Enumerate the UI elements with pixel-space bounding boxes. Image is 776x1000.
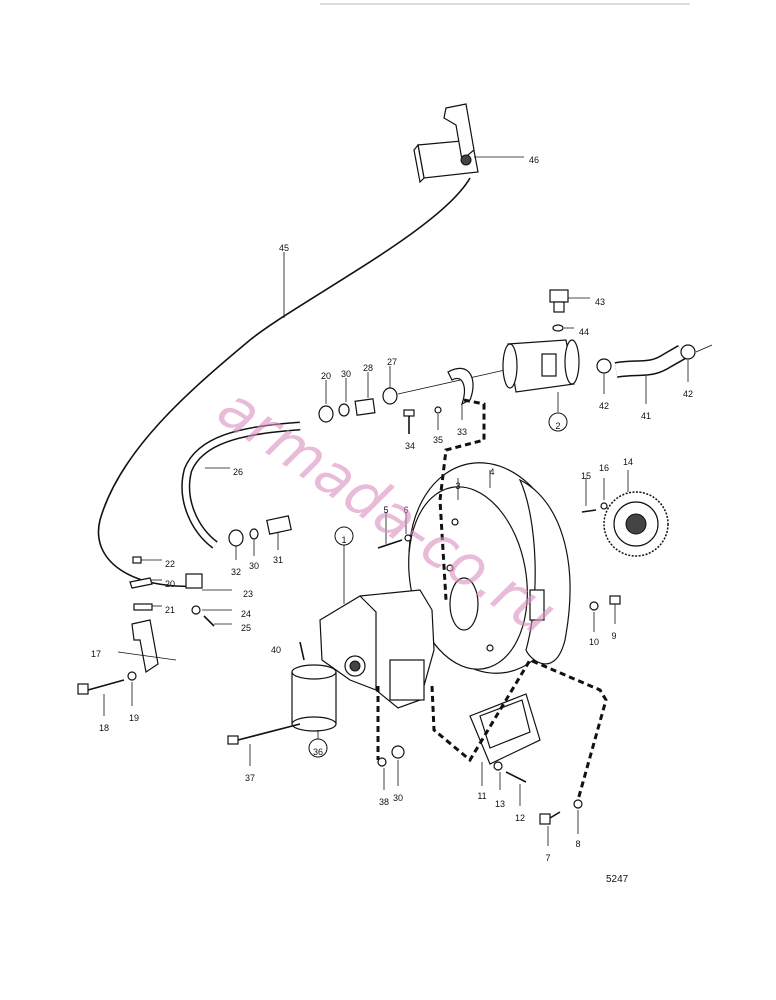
fitting-group-upper xyxy=(318,366,506,423)
callout-36: 36 xyxy=(313,747,323,757)
control-lever xyxy=(413,103,524,184)
callout-44: 44 xyxy=(579,327,589,337)
callout-3: 3 xyxy=(455,481,460,491)
support-bracket xyxy=(469,693,541,786)
callout-42: 42 xyxy=(683,389,693,399)
callout-37: 37 xyxy=(245,773,255,783)
callout-8: 8 xyxy=(575,839,580,849)
sender-unit xyxy=(549,289,590,332)
callout-7: 7 xyxy=(545,853,550,863)
callout-16: 16 xyxy=(599,463,609,473)
callout-13: 13 xyxy=(495,799,505,809)
callout-23: 23 xyxy=(243,589,253,599)
callout-6: 6 xyxy=(403,505,408,515)
callout-40: 40 xyxy=(271,645,281,655)
callout-30: 30 xyxy=(393,793,403,803)
fitting-group-lower xyxy=(228,515,292,560)
callout-15: 15 xyxy=(581,471,591,481)
callout-42: 42 xyxy=(599,401,609,411)
callout-10: 10 xyxy=(589,637,599,647)
callout-22: 22 xyxy=(165,559,175,569)
oil-pipe-lower-right xyxy=(430,658,608,801)
callout-41: 41 xyxy=(641,411,651,421)
cable-bracket xyxy=(77,619,177,716)
nut-pair-bottom xyxy=(377,745,405,790)
long-bolt xyxy=(227,723,301,766)
callout-9: 9 xyxy=(611,631,616,641)
callout-5: 5 xyxy=(383,505,388,515)
callout-12: 12 xyxy=(515,813,525,823)
callout-25: 25 xyxy=(241,623,251,633)
callout-32: 32 xyxy=(231,567,241,577)
callout-17: 17 xyxy=(91,649,101,659)
callout-30: 30 xyxy=(341,369,351,379)
pump-assembly xyxy=(319,526,435,709)
callout-11: 11 xyxy=(477,791,486,801)
callout-31: 31 xyxy=(273,555,283,565)
flywheel-housing xyxy=(408,462,571,674)
oil-filter xyxy=(291,664,337,758)
callout-24: 24 xyxy=(241,609,251,619)
callout-34: 34 xyxy=(405,441,415,451)
callout-19: 19 xyxy=(129,713,139,723)
callout-20: 20 xyxy=(321,371,331,381)
bolt-set-center xyxy=(377,512,412,549)
callout-33: 33 xyxy=(457,427,467,437)
callout-26: 26 xyxy=(233,467,243,477)
callout-18: 18 xyxy=(99,723,109,733)
bolt-set-right xyxy=(581,478,621,632)
callout-30: 30 xyxy=(249,561,259,571)
callout-27: 27 xyxy=(387,357,397,367)
callout-45: 45 xyxy=(279,243,289,253)
callout-46: 46 xyxy=(529,155,539,165)
callout-21: 21 xyxy=(165,605,175,615)
cable-clamp-parts xyxy=(129,556,232,627)
callout-35: 35 xyxy=(433,435,443,445)
callout-4: 4 xyxy=(489,467,494,477)
control-cable xyxy=(97,177,471,588)
callout-1: 1 xyxy=(341,535,346,545)
damper-plate xyxy=(603,470,669,557)
callout-2: 2 xyxy=(555,421,560,431)
callout-43: 43 xyxy=(595,297,605,307)
drawing-number: 5247 xyxy=(606,874,629,885)
bolt-set-bottom xyxy=(493,761,583,846)
callout-14: 14 xyxy=(623,457,633,467)
oil-cooler xyxy=(502,339,580,432)
oil-hose xyxy=(182,423,301,548)
callout-28: 28 xyxy=(363,363,373,373)
callout-20: 20 xyxy=(165,579,175,589)
oil-pipe-upper xyxy=(438,398,486,601)
clamp xyxy=(403,367,474,434)
stud xyxy=(299,641,305,661)
cooling-hose xyxy=(596,344,713,404)
callout-38: 38 xyxy=(379,797,389,807)
